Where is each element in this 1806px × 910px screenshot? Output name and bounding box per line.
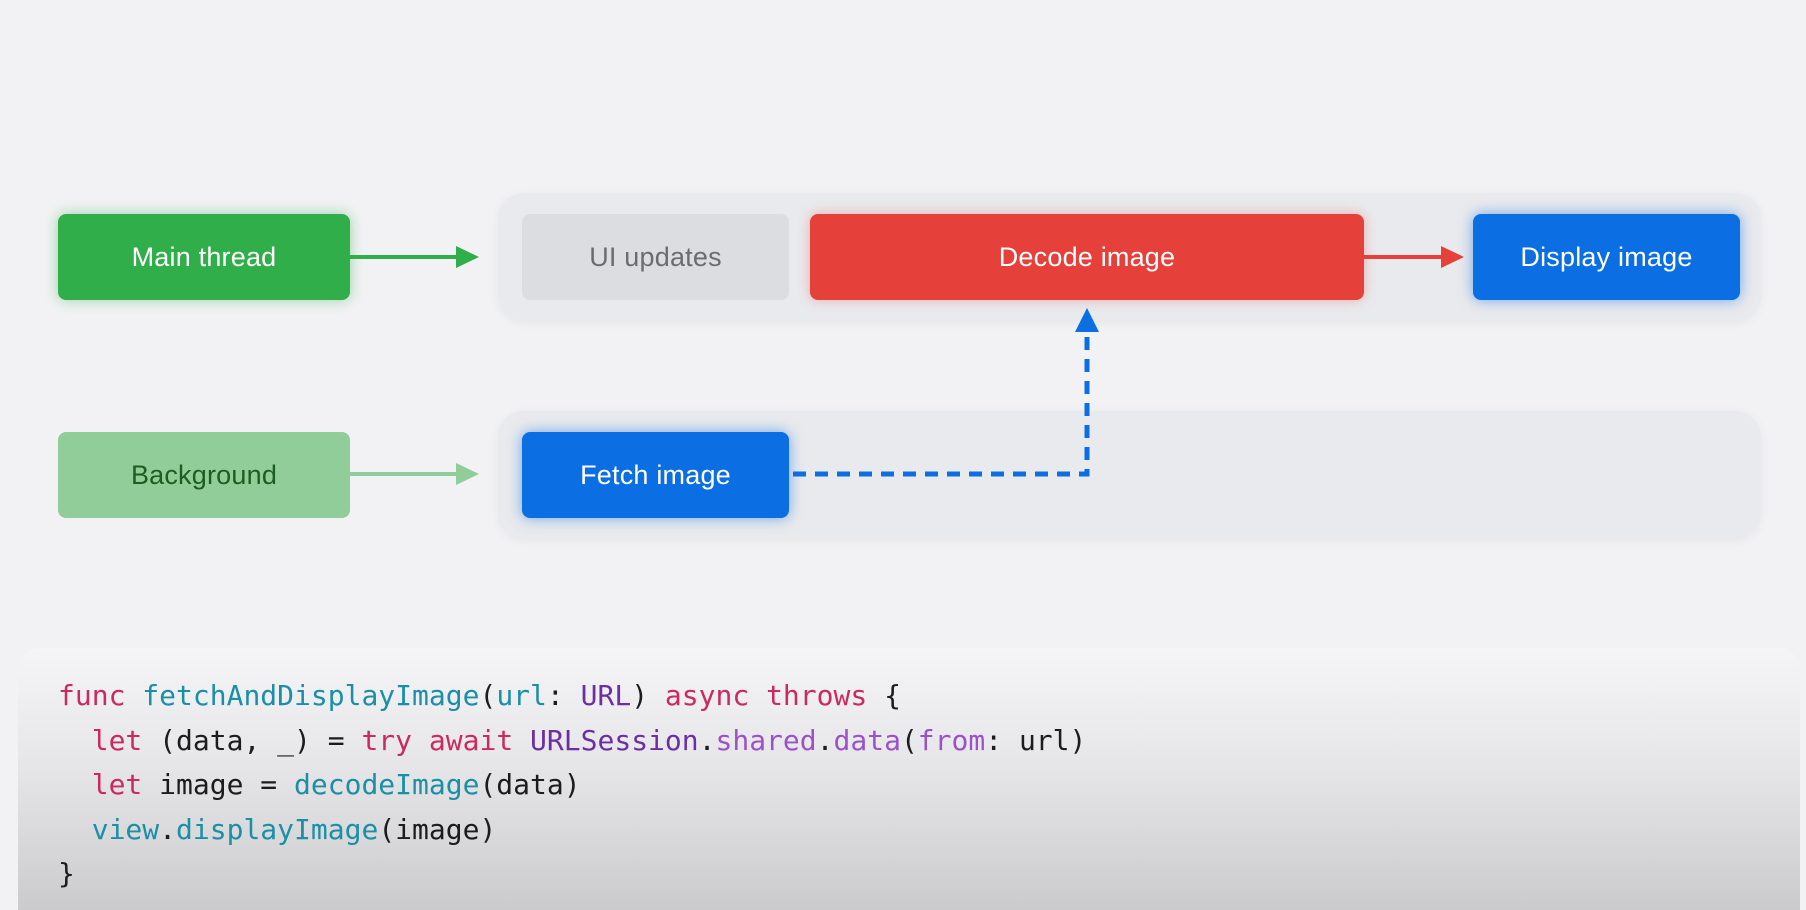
call-args: (image) (378, 812, 497, 846)
brace-open: { (867, 679, 901, 712)
dot: . (816, 723, 834, 757)
code-line-1: func fetchAndDisplayImage(url: URL) asyn… (58, 679, 901, 712)
ui-updates-task: UI updates (522, 214, 789, 300)
type-urlsession: URLSession (530, 723, 699, 757)
code-line-2: let (data, _) = try await URLSession.sha… (92, 724, 1087, 757)
keyword-let: let (91, 723, 143, 757)
code-line-4: view.displayImage(image) (92, 813, 497, 846)
argument-rest: : url) (985, 723, 1087, 757)
dot: . (698, 723, 716, 757)
keyword-await: await (428, 723, 514, 757)
keyword-let: let (91, 768, 143, 801)
background-arrow (350, 463, 479, 485)
display-image-task: Display image (1473, 214, 1740, 300)
property-shared: shared (715, 723, 817, 757)
colon: : (546, 679, 581, 712)
assignment: image = (142, 768, 295, 801)
dot: . (159, 812, 177, 846)
function-decode-image: decodeImage (294, 768, 480, 801)
main-thread-arrow (350, 246, 479, 268)
fetch-image-task: Fetch image (522, 432, 789, 518)
main-thread-label: Main thread (58, 214, 350, 300)
call-args: (data) (479, 768, 581, 801)
code-panel: func fetchAndDisplayImage(url: URL) asyn… (18, 648, 1800, 910)
method-data: data (833, 723, 901, 757)
keyword-throws: throws (766, 679, 868, 712)
identifier-view: view (91, 812, 160, 846)
tuple-pattern: (data, _) = (142, 723, 362, 757)
function-name: fetchAndDisplayImage (142, 679, 480, 712)
keyword-async: async (664, 679, 750, 712)
param-url: url (496, 679, 547, 712)
code-line-3: let image = decodeImage(data) (92, 768, 581, 801)
keyword-func: func (58, 679, 126, 712)
paren-open: ( (479, 679, 497, 712)
type-url: URL (580, 679, 632, 712)
decode-image-task: Decode image (810, 214, 1364, 300)
paren-close: ) (631, 679, 665, 712)
paren-open: ( (900, 723, 918, 757)
code-line-5: } (58, 857, 75, 890)
label-from: from (917, 723, 986, 757)
background-label: Background (58, 432, 350, 518)
method-display-image: displayImage (176, 812, 379, 846)
code-block: func fetchAndDisplayImage(url: URL) asyn… (58, 674, 1086, 897)
keyword-try: try (361, 723, 413, 757)
